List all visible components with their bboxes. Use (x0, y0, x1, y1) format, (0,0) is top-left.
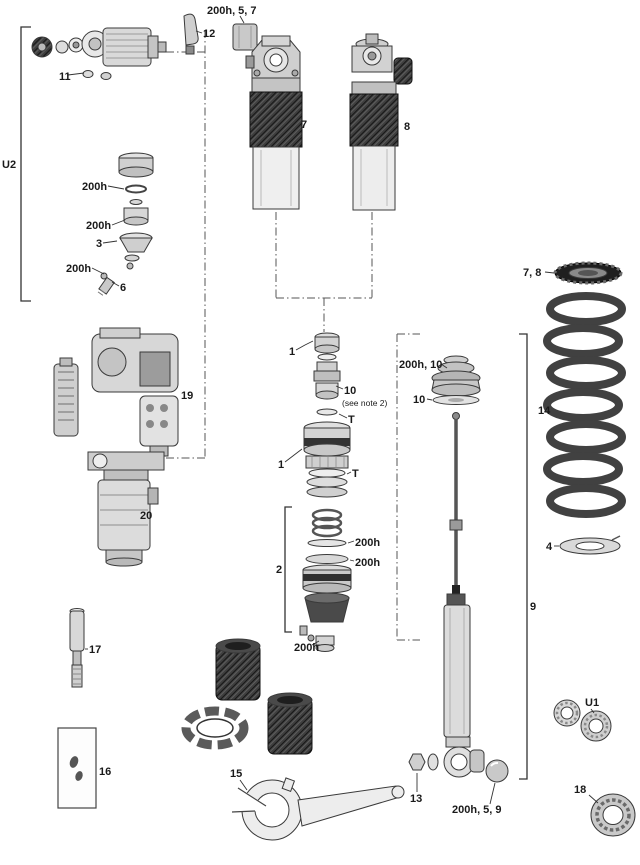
label-14: 14 (538, 405, 551, 417)
label-200h-a: 200h (82, 181, 107, 193)
label-200h-c: 200h (66, 263, 91, 275)
label-t-upper: T (348, 414, 355, 426)
part-2-seal-stack (299, 508, 352, 652)
label-10-center: 10 (344, 385, 356, 397)
part-15-spanner-wrench (229, 777, 405, 841)
part-18-mounting-ring (590, 793, 636, 837)
label-15: 15 (230, 768, 242, 780)
part-4-spring-clip (559, 535, 621, 555)
label-t-lower: T (352, 468, 359, 480)
part-spring-retainer-ring (553, 261, 623, 285)
part-15-bushing-group (181, 638, 313, 755)
label-8: 8 (404, 121, 410, 133)
label-9: 9 (530, 601, 536, 613)
label-11: 11 (59, 71, 71, 83)
label-200h-d: 200h (355, 537, 380, 549)
part-17-valve-shaft (69, 608, 85, 688)
label-3: 3 (96, 238, 102, 250)
part-12-clip (183, 13, 199, 55)
leader-lines (67, 15, 599, 805)
label-17: 17 (89, 644, 101, 656)
part-labels: 200h, 5, 7 12 11 U2 200h 200h 3 200h 6 7… (2, 5, 599, 816)
label-10-right: 10 (413, 394, 425, 406)
label-18: 18 (574, 784, 586, 796)
label-7-8: 7, 8 (523, 267, 541, 279)
part-seal-cap-cylinder (232, 23, 258, 51)
part-9-damper-shaft-assembly (431, 355, 485, 778)
label-1-upper: 1 (289, 346, 295, 358)
bracket-u2 (20, 26, 31, 302)
part-7-shock-body (245, 35, 303, 210)
part-13-mounting-hardware (408, 753, 439, 771)
label-19: 19 (181, 390, 193, 402)
label-12: 12 (203, 28, 215, 40)
label-see-note-2: (see note 2) (342, 398, 388, 408)
label-u1: U1 (585, 697, 599, 709)
label-200h-5-9: 200h, 5, 9 (452, 804, 502, 816)
label-1-lower: 1 (278, 459, 284, 471)
label-4: 4 (546, 541, 553, 553)
label-20: 20 (140, 510, 152, 522)
part-20-actuator-body (87, 451, 165, 567)
label-200h-b: 200h (86, 220, 111, 232)
part-piston-stack (303, 421, 351, 498)
part-14-coil-spring (543, 292, 626, 518)
part-air-valve-stack (313, 332, 341, 416)
bracket-2 (284, 506, 292, 633)
bracket-9 (519, 333, 528, 780)
label-200h-e: 200h (355, 557, 380, 569)
part-u1-bearing-group (553, 699, 612, 742)
label-16: 16 (99, 766, 111, 778)
construction-lines (164, 30, 420, 641)
part-pivot-ball (485, 759, 509, 783)
part-19-remote-unit (53, 327, 179, 457)
label-6: 6 (120, 282, 126, 294)
group-brackets (20, 26, 528, 780)
part-16-box (57, 727, 97, 809)
label-200h-f: 200h (294, 642, 319, 654)
part-seal-head-stack (97, 152, 154, 296)
label-200h-5-7: 200h, 5, 7 (207, 5, 257, 17)
part-remote-motor-assembly (31, 27, 167, 80)
label-13: 13 (410, 793, 422, 805)
label-2: 2 (276, 564, 282, 576)
label-200h-10: 200h, 10 (399, 359, 442, 371)
part-8-shock-body (349, 33, 413, 211)
label-u2: U2 (2, 159, 16, 171)
label-7: 7 (301, 119, 307, 131)
